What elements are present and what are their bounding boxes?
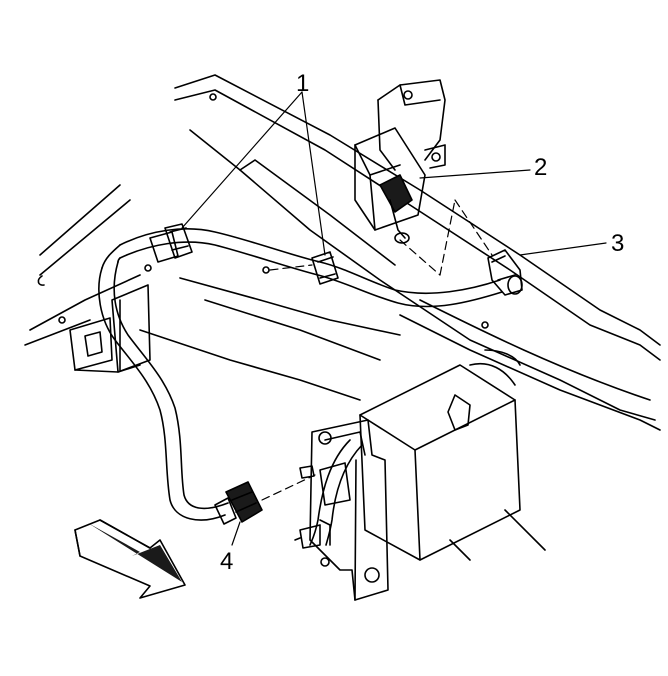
callout-3: 3 xyxy=(611,230,625,257)
hose-clip-left xyxy=(149,223,193,263)
purge-solenoid-bracket xyxy=(377,79,446,171)
canister-mount-plate xyxy=(294,419,389,601)
callout-2: 2 xyxy=(534,154,548,181)
frame-rail xyxy=(24,74,661,431)
quick-connect-fitting-3 xyxy=(487,249,523,296)
canister-vent-hose xyxy=(309,439,363,546)
front-direction-arrow-icon xyxy=(74,519,186,599)
evap-canister xyxy=(359,349,546,561)
leader-lines xyxy=(181,91,607,546)
dashed-connection-lines xyxy=(261,199,493,501)
callout-1: 1 xyxy=(296,70,310,97)
hose-clip-right xyxy=(144,251,339,285)
purge-solenoid-valve xyxy=(354,127,426,244)
quick-connect-fitting-4 xyxy=(214,481,263,525)
callout-4: 4 xyxy=(220,548,234,575)
hose-bracket xyxy=(69,284,151,373)
